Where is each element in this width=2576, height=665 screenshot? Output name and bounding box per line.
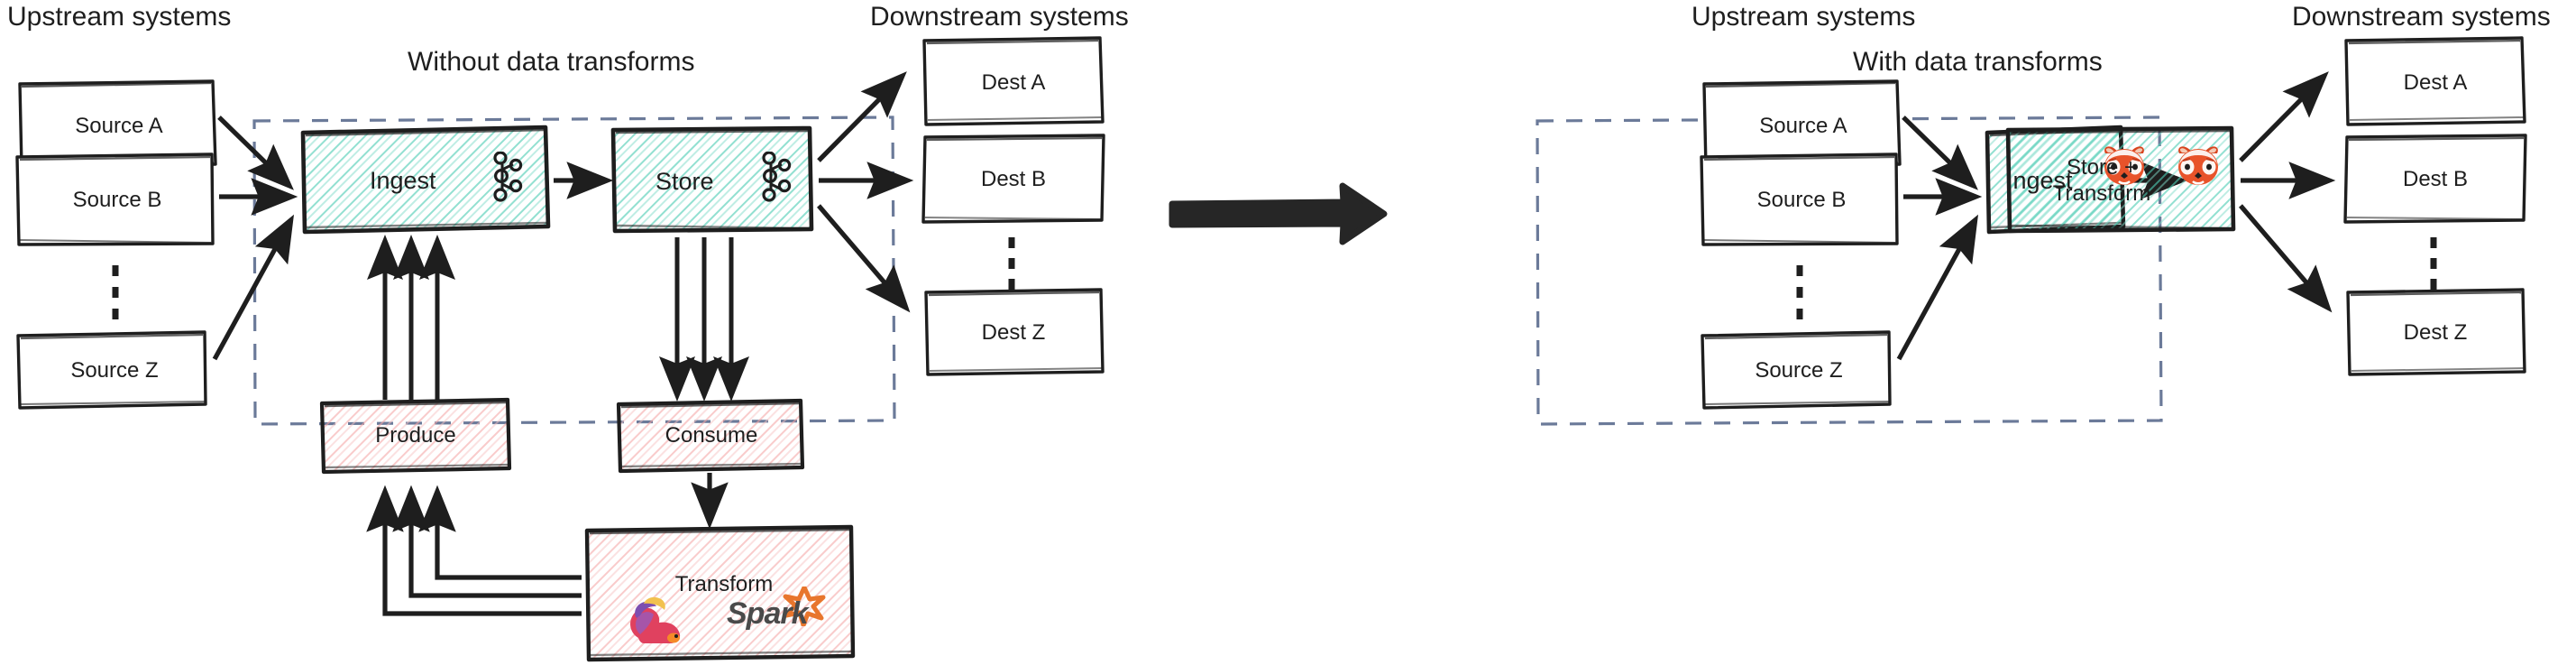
left-consume-label: Consume [665, 423, 758, 448]
left-dest-arrows [817, 71, 914, 313]
right-source-b-box [1700, 152, 1899, 246]
left-dest-b-label: Dest B [980, 167, 1047, 191]
left-dest-z-box [924, 288, 1105, 376]
left-pipeline-boundary [252, 115, 896, 426]
apache-spark-icon [781, 586, 828, 626]
left-ingest-box [300, 125, 551, 235]
right-downstream-heading: Downstream systems [2292, 2, 2551, 32]
right-source-z-box [1701, 330, 1892, 410]
apache-kafka-icon [487, 152, 527, 202]
right-source-a-box [1702, 79, 1902, 170]
left-dest-b-box [921, 134, 1105, 224]
left-downstream-heading: Downstream systems [870, 2, 1129, 32]
right-source-b-label: Source B [1756, 188, 1847, 212]
left-store-to-consume-arrows [659, 237, 749, 402]
left-store-label: Store [655, 168, 714, 195]
left-source-b-label: Source B [72, 188, 162, 212]
right-dest-arrows [2239, 71, 2336, 313]
left-dest-a-label: Dest A [981, 70, 1046, 95]
redpanda-icon [2100, 144, 2149, 188]
left-produce-label: Produce [375, 423, 456, 448]
left-source-arrows [212, 115, 298, 361]
left-panel-title: Without data transforms [408, 47, 695, 77]
transition-arrow-icon [1169, 182, 1388, 245]
right-store-transform-label: Store + Transform [2052, 155, 2151, 206]
right-panel-title: With data transforms [1853, 47, 2103, 77]
right-dest-b-box [2343, 134, 2527, 224]
right-dest-a-label: Dest A [2403, 70, 2468, 95]
left-store-box [610, 125, 814, 234]
right-dest-z-box [2346, 288, 2526, 376]
apache-flink-icon [622, 591, 687, 647]
right-dest-z-label: Dest Z [2403, 320, 2468, 345]
left-consume-box [616, 398, 805, 474]
left-produce-to-ingest-arrows [367, 234, 455, 400]
left-ingest-label: Ingest [370, 167, 436, 194]
right-source-arrows [1896, 115, 1983, 361]
right-dest-a-box [2344, 36, 2526, 126]
right-pipeline-boundary [1536, 115, 2163, 426]
left-source-z-box [16, 330, 207, 410]
right-source-z-label: Source Z [1755, 358, 1843, 383]
right-source-a-label: Source A [1759, 114, 1847, 138]
right-ingest-label: Ingest [2006, 167, 2073, 194]
left-transform-to-produce-feedback [366, 485, 582, 616]
apache-kafka-icon [756, 152, 795, 202]
left-source-a-label: Source A [75, 114, 163, 138]
left-upstream-heading: Upstream systems [7, 2, 232, 32]
left-transform-label: Transform [674, 572, 774, 596]
left-produce-box [319, 397, 512, 475]
redpanda-icon [2174, 144, 2223, 188]
left-source-z-label: Source Z [70, 358, 159, 383]
left-dest-z-label: Dest Z [981, 320, 1046, 345]
left-dest-a-box [922, 36, 1105, 126]
left-source-b-box [15, 152, 215, 246]
right-dest-b-label: Dest B [2402, 167, 2469, 191]
spark-wordmark: Spark [727, 596, 808, 631]
right-upstream-heading: Upstream systems [1691, 2, 1916, 32]
